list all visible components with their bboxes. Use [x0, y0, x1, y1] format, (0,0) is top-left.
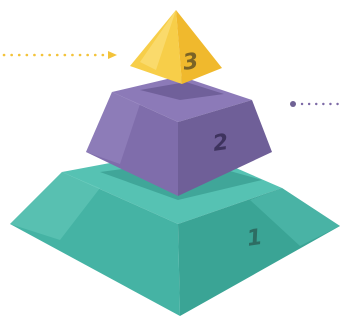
tier-3-label: 3: [181, 49, 200, 76]
tier-3: 3: [130, 10, 222, 84]
tier-1-left-highlight: [10, 172, 100, 240]
tier-2-shadow: [140, 82, 224, 100]
tier-2-right-face: [178, 100, 272, 196]
tier-3-right-face: [176, 10, 222, 84]
tier-2-label: 2: [211, 130, 230, 157]
tier-3-highlight: [140, 10, 176, 70]
right-pointer-dot: [290, 101, 296, 107]
tier-1-left-face: [10, 172, 180, 316]
tier-2: 2: [86, 76, 272, 196]
left-pointer-arrowhead: [108, 51, 117, 59]
left-pointer: [2, 51, 117, 59]
tier-2-left-face: [86, 92, 178, 196]
tier-2-left-highlight: [86, 92, 140, 164]
tier-1-right-highlight: [250, 188, 340, 246]
right-pointer: [290, 101, 340, 107]
tier-1-label: 1: [245, 225, 264, 252]
tier-1-right-face: [178, 188, 340, 316]
